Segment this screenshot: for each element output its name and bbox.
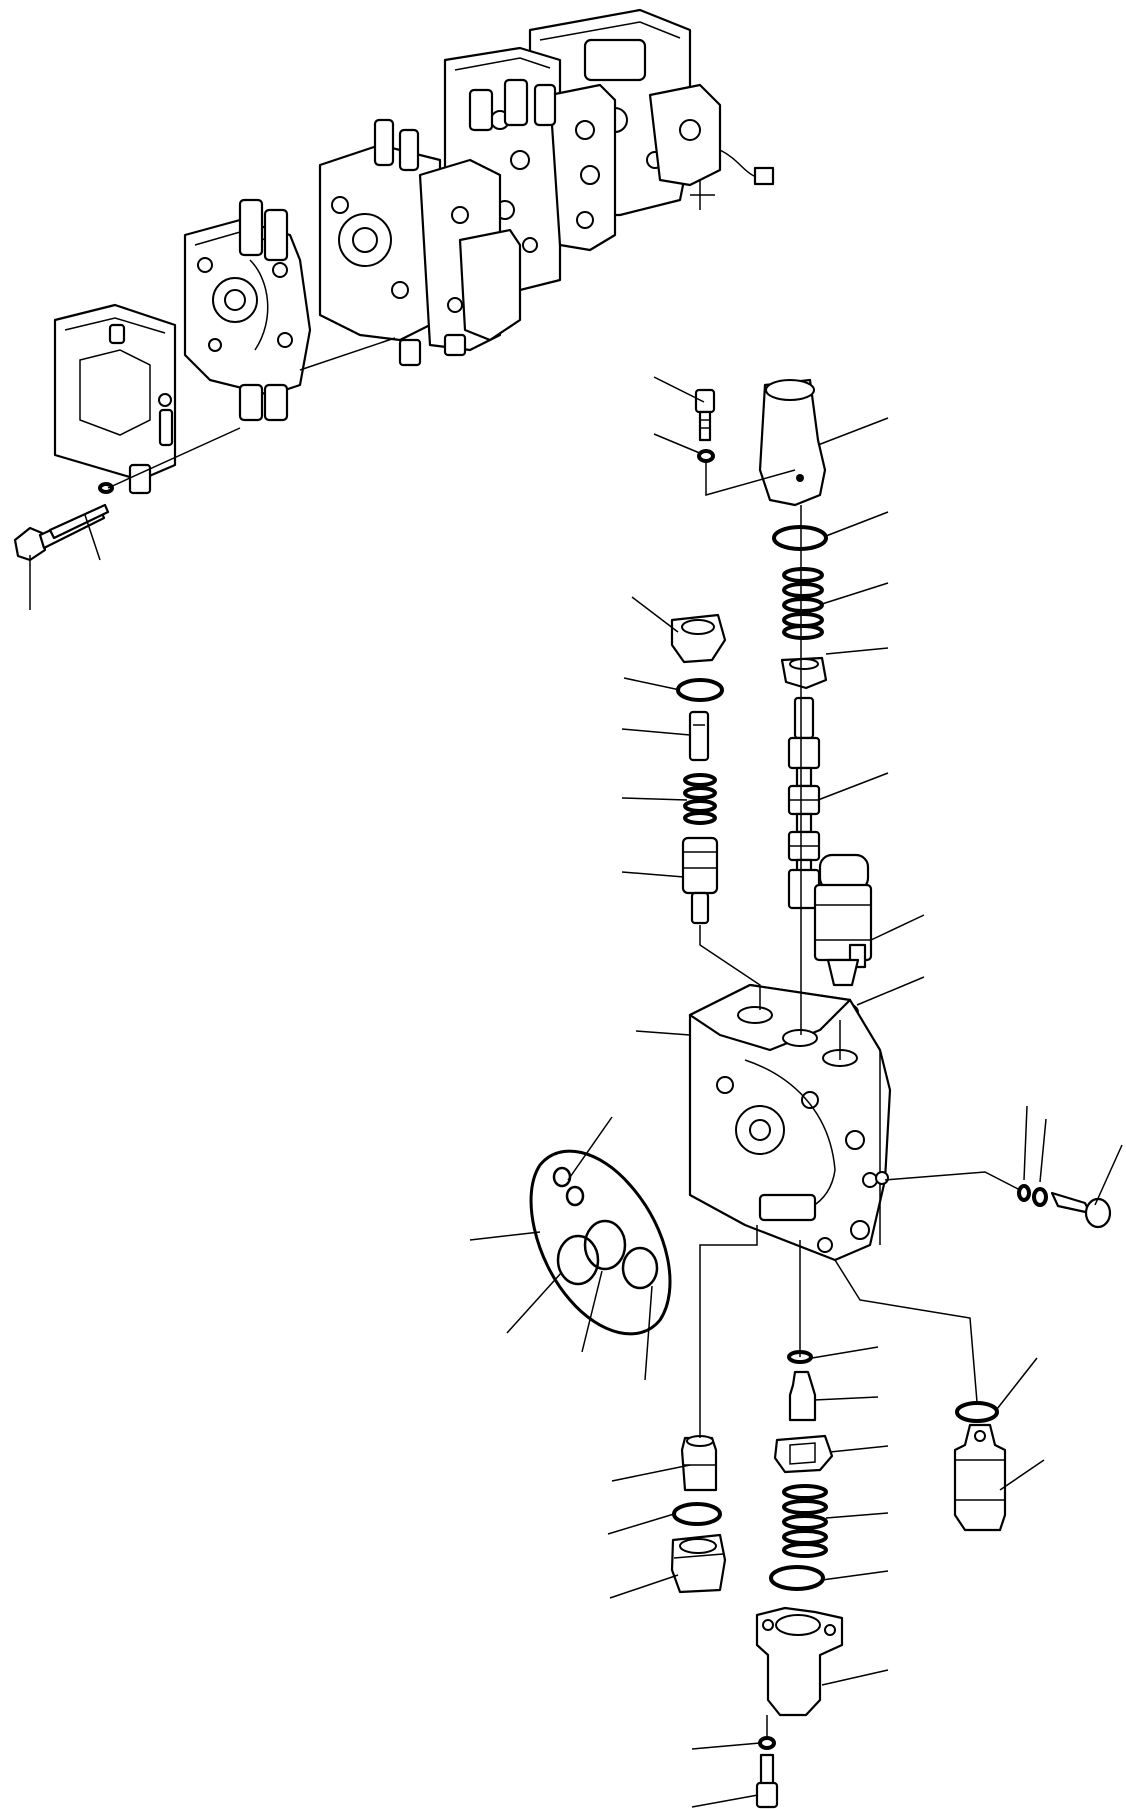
check-valve-plug (670, 613, 727, 664)
exploded-valve-section (183, 198, 312, 422)
end-cover-plate (53, 303, 177, 495)
lower-spring (782, 1484, 828, 1558)
o-ring (955, 1401, 999, 1423)
mounting-stud (48, 503, 110, 540)
upper-spool-stack (694, 378, 873, 1023)
valve-stack-assembly (13, 8, 775, 610)
assembly-guide-line (107, 427, 241, 489)
lower-spring-seat (773, 1434, 834, 1474)
lower-check-poppet (680, 1435, 718, 1492)
check-valve-spring (683, 773, 717, 825)
check-valve-pin (688, 710, 710, 762)
assembly-guide-lines (699, 460, 1021, 1740)
callout-leader (84, 514, 101, 561)
lower-check-plug (670, 1533, 727, 1594)
o-ring (676, 678, 724, 702)
washer (98, 482, 114, 494)
stack-section-front (318, 118, 522, 367)
check-valve-stack (670, 613, 727, 925)
main-spool (787, 696, 821, 910)
washer (1017, 1184, 1031, 1202)
assembly-guide-line (299, 337, 396, 371)
cap-screw-bottom (755, 1753, 779, 1809)
lower-cover-cap (755, 1606, 844, 1717)
side-plug (1050, 1191, 1112, 1229)
spool-cover-cap (758, 378, 827, 507)
o-ring (1032, 1187, 1048, 1207)
o-ring (772, 525, 828, 551)
spring-retainer (780, 656, 828, 690)
cap-screw-top (694, 388, 716, 442)
gasket-plate (529, 1149, 672, 1336)
relief-valve (953, 1401, 1007, 1532)
main-valve-body (688, 983, 892, 1262)
lower-poppet (788, 1370, 817, 1422)
callout-leaders (469, 376, 1123, 1808)
spool-spring-upper (782, 567, 824, 640)
washer-top (697, 449, 715, 463)
check-valve-poppet (681, 836, 719, 925)
side-plug-assembly (1017, 1184, 1112, 1229)
lower-check-valve-stack (670, 1435, 727, 1594)
pressure-compensator (813, 853, 873, 987)
o-ring (672, 1502, 722, 1526)
o-ring (769, 1565, 825, 1591)
lower-spool-stack (755, 1350, 844, 1809)
